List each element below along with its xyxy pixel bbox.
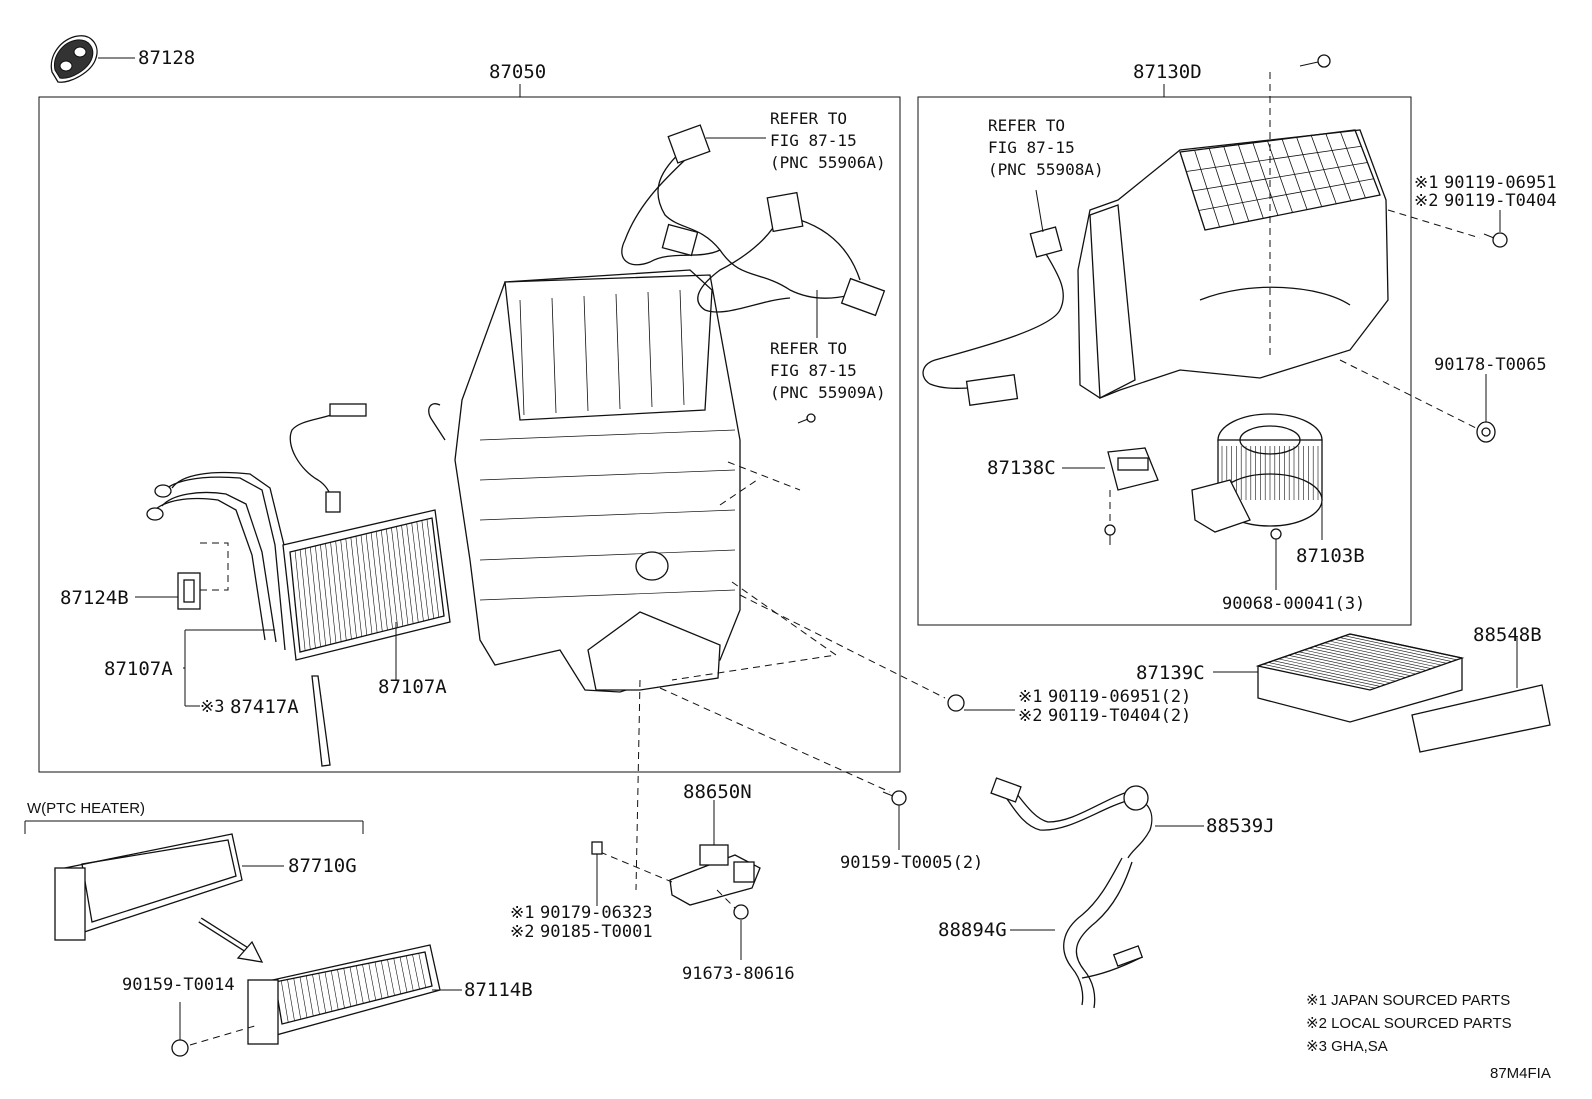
- ptc-heater-87114b: [247, 944, 462, 1045]
- label-87417a: 87417A: [230, 696, 299, 718]
- mark-3-87417a: ※3: [200, 697, 224, 717]
- mark-2-mid: ※2: [1018, 706, 1042, 726]
- clip-90179: [591, 841, 603, 855]
- label-87114b: 87114B: [464, 979, 533, 1001]
- svg-text:REFER TO: REFER TO: [770, 109, 847, 128]
- screw-90119-mid: [947, 694, 1015, 712]
- strip-87417a: [311, 675, 331, 767]
- label-87128: 87128: [138, 47, 195, 69]
- label-90185: 90185-T0001: [540, 922, 653, 942]
- label-87050: 87050: [489, 61, 546, 83]
- screw-90159-t0005: [882, 790, 907, 850]
- label-87107a-core: 87107A: [378, 676, 447, 698]
- mark-2-top: ※2: [1414, 191, 1438, 211]
- note-japan-sourced: ※1 JAPAN SOURCED PARTS: [1306, 992, 1510, 1009]
- label-88548b: 88548B: [1473, 624, 1542, 646]
- svg-text:REFER TO: REFER TO: [770, 339, 847, 358]
- label-87130d: 87130D: [1133, 61, 1202, 83]
- hose-88539j: [990, 777, 1204, 859]
- label-90119-t0404-mid: 90119-T0404(2): [1048, 706, 1191, 726]
- label-90178: 90178-T0065: [1434, 355, 1547, 375]
- label-88650n: 88650N: [683, 781, 752, 803]
- refer-note-55908a: REFER TO FIG 87-15 (PNC 55908A): [988, 116, 1104, 179]
- label-90159-t0014: 90159-T0014: [122, 975, 235, 995]
- label-88894g: 88894G: [938, 919, 1007, 941]
- screw-91673: [716, 889, 749, 960]
- svg-text:FIG 87-15: FIG 87-15: [988, 138, 1075, 157]
- screw-90119-top: [1483, 232, 1508, 248]
- frame-87050: [38, 96, 901, 773]
- blower-motor-87103b: [1191, 413, 1323, 533]
- svg-text:FIG 87-15: FIG 87-15: [770, 361, 857, 380]
- svg-text:(PNC 55906A): (PNC 55906A): [770, 153, 886, 172]
- wire-sensor: [289, 403, 367, 513]
- label-90119-06951-mid: 90119-06951(2): [1048, 687, 1191, 707]
- label-87107a-left: 87107A: [104, 658, 173, 680]
- label-87124b: 87124B: [60, 587, 129, 609]
- screw-small: [797, 413, 816, 424]
- label-87139c: 87139C: [1136, 662, 1205, 684]
- mark-1-top: ※1: [1414, 173, 1438, 193]
- cover-88548b: [1411, 638, 1551, 753]
- label-90119-t0404-top: 90119-T0404: [1444, 191, 1557, 211]
- svg-text:REFER TO: REFER TO: [988, 116, 1065, 135]
- resistor-87138c: [1104, 447, 1159, 545]
- mark-1-bottom: ※1: [510, 903, 534, 923]
- blower-unit-87130d: [1077, 129, 1389, 400]
- bracket-88650n: [669, 800, 761, 906]
- label-90179: 90179-06323: [540, 903, 653, 923]
- washer-90178: [1476, 421, 1496, 443]
- hvac-unit-87050: [428, 269, 741, 693]
- label-87138c: 87138C: [987, 457, 1056, 479]
- refer-note-55906a: REFER TO FIG 87-15 (PNC 55906A): [770, 109, 886, 172]
- blower-wire: [922, 251, 1064, 389]
- label-90068: 90068-00041(3): [1222, 594, 1365, 614]
- heater-pipes: [146, 471, 297, 653]
- ptc-heater-87710g: [54, 833, 284, 941]
- label-87710g: 87710G: [288, 855, 357, 877]
- svg-text:(PNC 55909A): (PNC 55909A): [770, 383, 886, 402]
- refer-note-55909a: REFER TO FIG 87-15 (PNC 55909A): [770, 339, 886, 402]
- diagram-code: 87M4FIA: [1490, 1065, 1551, 1082]
- note-local-sourced: ※2 LOCAL SOURCED PARTS: [1306, 1015, 1512, 1032]
- screw-top: [1299, 54, 1331, 68]
- note-gha-sa: ※3 GHA,SA: [1306, 1038, 1388, 1055]
- grommet-87128: [50, 35, 98, 83]
- svg-text:(PNC 55908A): (PNC 55908A): [988, 160, 1104, 179]
- hose-88894g: [1010, 857, 1144, 1009]
- arrow-icon: [198, 917, 264, 963]
- wire-harness: [621, 124, 886, 317]
- mark-1-mid: ※1: [1018, 687, 1042, 707]
- screw-90159-t0014: [171, 1002, 259, 1057]
- heater-core-87107a: [282, 509, 451, 661]
- label-88539j: 88539J: [1206, 815, 1275, 837]
- label-90119-06951-top: 90119-06951: [1444, 173, 1557, 193]
- label-87103b: 87103B: [1296, 545, 1365, 567]
- clip-87124b: [177, 542, 229, 610]
- label-91673: 91673-80616: [682, 964, 795, 984]
- mark-2-bottom: ※2: [510, 922, 534, 942]
- section-ptc-heater: W(PTC HEATER): [27, 800, 145, 817]
- filter-87139c: [1255, 633, 1465, 723]
- label-90159-t0005: 90159-T0005(2): [840, 853, 983, 873]
- svg-text:FIG 87-15: FIG 87-15: [770, 131, 857, 150]
